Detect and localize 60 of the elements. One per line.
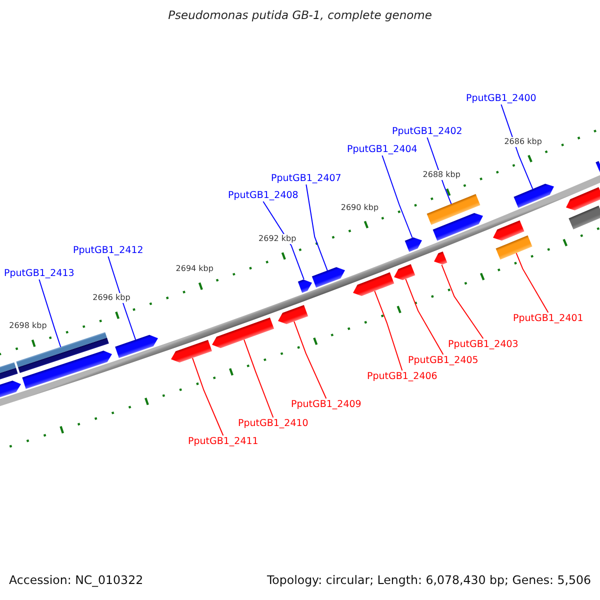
diagram-title: Pseudomonas putida GB-1, complete genome <box>168 8 432 23</box>
leader-line <box>38 279 62 348</box>
gene-block <box>353 272 394 296</box>
leader-line <box>244 339 274 418</box>
leader-line <box>516 252 549 313</box>
gene-label: PputGB1_2403 <box>448 338 518 350</box>
tick-label: 2696 kbp <box>92 293 132 304</box>
gene-block <box>22 350 112 389</box>
gene-block <box>298 280 312 293</box>
gene-label: PputGB1_2408 <box>228 190 298 202</box>
gene-block <box>493 220 524 241</box>
gene-block <box>432 213 483 241</box>
gene-block <box>312 267 345 288</box>
gene-block <box>566 187 600 210</box>
gene-bar <box>0 362 18 380</box>
gene-block <box>434 252 448 264</box>
leader-line <box>426 137 452 204</box>
gene-label: PputGB1_2400 <box>466 92 536 104</box>
gene-block <box>394 264 416 280</box>
gene-block <box>0 380 21 398</box>
gene-label: PputGB1_2410 <box>238 418 308 430</box>
leader-line <box>441 264 484 339</box>
leader-line <box>192 358 224 436</box>
leader-line <box>306 184 328 272</box>
leader-line <box>500 104 534 190</box>
gene-label: PputGB1_2409 <box>291 398 362 410</box>
gene-label: PputGB1_2407 <box>271 172 342 184</box>
gene-block <box>278 304 308 324</box>
gene-block <box>596 161 600 174</box>
gene-label: PputGB1_2405 <box>408 354 478 366</box>
gene-label: PputGB1_2404 <box>347 144 418 156</box>
leader-line <box>108 256 136 340</box>
gene-label: PputGB1_2413 <box>4 268 74 280</box>
leader-line <box>382 155 413 238</box>
gene-label: PputGB1_2402 <box>392 126 462 138</box>
gene-label: PputGB1_2401 <box>513 312 584 324</box>
gene-bar <box>16 332 109 373</box>
tick-label: 2698 kbp <box>8 321 48 332</box>
tick-label: 2694 kbp <box>174 264 214 274</box>
tick-label: 2692 kbp <box>258 234 298 244</box>
footer-note: Accession: NC_010322 <box>9 573 144 588</box>
gene-block <box>404 237 422 252</box>
leader-line <box>405 278 444 355</box>
gene-block <box>115 334 158 358</box>
tick-label: 2688 kbp <box>422 170 462 180</box>
tick-label: 2686 kbp <box>503 137 543 148</box>
gene-bar <box>568 206 600 230</box>
gene-block <box>514 184 554 208</box>
gene-label: PputGB1_2406 <box>367 370 438 382</box>
footer-note: Topology: circular; Length: 6,078,430 bp; Genes: 5,506 <box>266 573 591 588</box>
gene-bar <box>496 235 532 260</box>
leader-line <box>262 201 304 280</box>
leader-line <box>294 320 327 399</box>
tick-label: 2690 kbp <box>340 202 380 213</box>
leader-line <box>374 290 403 371</box>
gene-label: PputGB1_2412 <box>73 244 144 256</box>
gene-block <box>212 318 274 348</box>
gene-label: PputGB1_2411 <box>188 436 258 448</box>
gene-block <box>171 340 212 363</box>
gene-bar <box>426 194 480 225</box>
